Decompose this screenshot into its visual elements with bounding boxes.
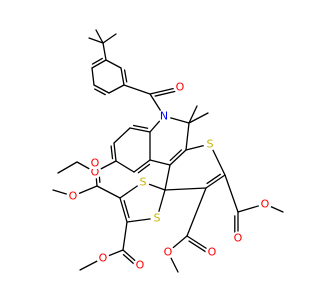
bond-pc-pd-double xyxy=(94,88,106,96)
bond-q-m3 xyxy=(102,33,117,44)
bond-q-m1 xyxy=(88,37,104,44)
bond-d4-d5 xyxy=(119,197,128,223)
oxygen-atom-label: O xyxy=(91,157,100,170)
bond-q-m2 xyxy=(95,29,104,44)
bond-e2-O5-double xyxy=(188,240,208,253)
bond-d4-e4 xyxy=(96,185,121,199)
atom-background xyxy=(258,197,272,211)
oxygen-atom-label: O xyxy=(261,198,270,211)
bond-pa-pb xyxy=(91,59,107,69)
atom-background xyxy=(88,156,102,170)
oxygen-atom-label: O xyxy=(208,246,217,259)
atom-background xyxy=(96,251,110,265)
bond-bf-c1 xyxy=(149,159,171,166)
bond-pd-pe xyxy=(108,84,125,94)
bond-bc-bd xyxy=(113,142,117,162)
sulfur-atom-label: S xyxy=(207,138,214,151)
oxygen-atom-label: O xyxy=(176,81,185,94)
atom-background xyxy=(88,165,102,179)
bond-bb-bc xyxy=(113,127,131,144)
bond-c3-c2-double xyxy=(206,173,221,185)
bond-pe-co xyxy=(123,84,151,95)
bond-ba-bb xyxy=(129,127,151,133)
bond-c1-c6a xyxy=(169,149,187,166)
oxygen-atom-label: O xyxy=(99,252,108,265)
atom-background xyxy=(203,137,217,151)
bond-c6-me1 xyxy=(188,105,198,124)
sulfur-atom-label: S xyxy=(140,176,147,189)
bond-d4-d5-double xyxy=(123,200,130,219)
bond-pe-pf-double xyxy=(123,69,128,83)
atom-background xyxy=(66,189,80,203)
bond-pf-pa xyxy=(105,59,122,69)
atom-background xyxy=(136,175,150,189)
bond-pa-pb-double xyxy=(91,57,103,65)
bond-q-pa xyxy=(102,42,107,61)
atom-background xyxy=(173,80,187,94)
bond-be-bf xyxy=(133,159,151,173)
bond-et1-et2 xyxy=(57,161,78,174)
atom-background xyxy=(150,211,164,225)
oxygen-atom-label: O xyxy=(234,232,243,245)
sulfur-atom-label: S xyxy=(154,212,161,225)
bond-c6-c6a xyxy=(185,122,190,151)
bond-be-bf-double xyxy=(137,163,151,174)
oxygen-atom-label: O xyxy=(136,259,145,272)
bond-d5-e5 xyxy=(122,221,128,251)
bond-pe-pf xyxy=(120,67,125,86)
bond-c3-c2 xyxy=(205,174,226,189)
bond-c2-e2 xyxy=(186,187,207,237)
bond-c6-me2 xyxy=(188,112,209,124)
atom-background xyxy=(157,109,171,123)
bond-co-O1-double xyxy=(154,90,177,97)
oxygen-atom-label: O xyxy=(69,190,78,203)
atom-background xyxy=(161,245,175,259)
bond-pb-pc xyxy=(91,67,95,86)
bond-sp-c1 xyxy=(164,164,171,191)
oxygen-atom-label: O xyxy=(91,166,100,179)
bond-bd-be xyxy=(115,160,135,173)
atom-background xyxy=(205,245,219,259)
bonds-layer xyxy=(52,29,284,273)
atom-background xyxy=(133,258,147,272)
nitrogen-atom-label: N xyxy=(160,110,168,123)
bond-e5-O9-double xyxy=(122,253,136,266)
bond-bc-bd-double xyxy=(110,145,114,160)
atom-background xyxy=(231,231,245,245)
oxygen-atom-label: O xyxy=(164,246,173,259)
bond-pc-pd xyxy=(93,84,110,94)
bond-c1-c6a-double xyxy=(169,149,183,162)
bond-ba-bb-double xyxy=(132,124,149,129)
bond-c2-sp xyxy=(164,187,207,191)
bond-c3-e3 xyxy=(224,174,239,213)
